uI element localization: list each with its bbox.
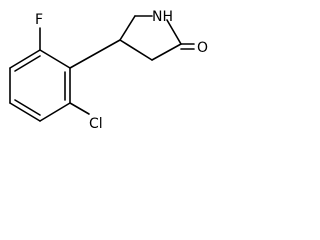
bond-aromatic-inner-2 bbox=[14, 99, 41, 116]
atom-label-f: F bbox=[35, 12, 43, 28]
atom-label-cl: Cl bbox=[89, 116, 103, 132]
bond-c2-c3 bbox=[151, 43, 182, 61]
bond-n1-c2 bbox=[166, 19, 182, 45]
bond-ar2-ar3 bbox=[9, 49, 41, 69]
bond-ar4-ar5 bbox=[9, 102, 41, 122]
atom-label-o: O bbox=[197, 40, 208, 56]
atom-label-nh: NH bbox=[152, 9, 173, 25]
bond-c4-c5 bbox=[119, 15, 136, 41]
structure-canvas: NH O F Cl bbox=[0, 0, 220, 146]
bond-c3-c4 bbox=[119, 39, 153, 61]
structure-drawing: NH O F Cl bbox=[9, 9, 208, 132]
bond-ar5-ar6 bbox=[39, 102, 71, 122]
bond-ar1-ar2 bbox=[39, 49, 71, 69]
bond-ar-cl bbox=[69, 102, 90, 115]
bond-c4-aryl bbox=[69, 39, 121, 69]
bond-aromatic-inner-1 bbox=[14, 55, 41, 72]
